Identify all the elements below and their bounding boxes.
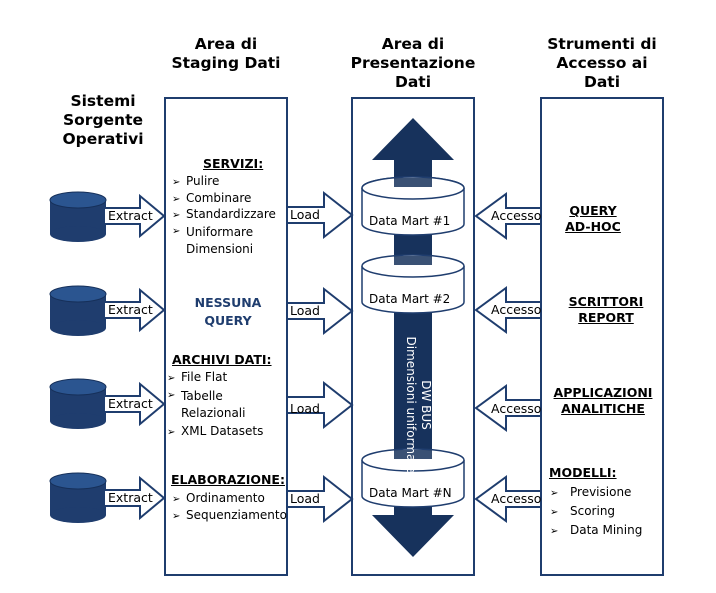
elaborazione-item-1: ➢Ordinamento <box>172 491 265 505</box>
extract-label-2: Extract <box>108 302 153 317</box>
data-mart-1-cylinder <box>361 176 465 236</box>
servizi-item-1: ➢Pulire <box>172 174 220 188</box>
source-db-icon-1 <box>49 191 107 242</box>
data-mart-2-cylinder <box>361 254 465 314</box>
extract-label-3: Extract <box>108 396 153 411</box>
tool-report-writers: SCRITTORI REPORT <box>568 294 644 325</box>
source-db-icon-3 <box>49 378 107 429</box>
access-arrow-2 <box>474 286 542 334</box>
extract-arrow-1 <box>103 193 166 239</box>
dw-bus-label: DW BUS Dimensioni uniformate <box>404 336 433 474</box>
load-arrow-2 <box>286 286 354 336</box>
dw-bus-arrow <box>372 118 454 557</box>
source-db-icon-2 <box>49 285 107 336</box>
extract-arrow-3 <box>103 381 166 427</box>
archivi-heading: ARCHIVI DATI: <box>172 352 272 367</box>
servizi-item-2: ➢Combinare <box>172 191 252 205</box>
access-label-1: Accesso <box>491 208 542 223</box>
extract-label-1: Extract <box>108 208 153 223</box>
modelli-heading: MODELLI: <box>549 465 617 480</box>
servizi-item-3: ➢Standardizzare <box>172 207 276 221</box>
column-title-presentation: Area di Presentazione Dati <box>350 35 476 91</box>
archivi-item-1: ➢File Flat <box>167 370 228 384</box>
extract-label-4: Extract <box>108 490 153 505</box>
extract-arrow-2 <box>103 287 166 333</box>
column-title-staging: Area di Staging Dati <box>171 35 281 72</box>
elaborazione-heading: ELABORAZIONE: <box>171 472 285 487</box>
load-label-2: Load <box>290 303 320 318</box>
archivi-item-2: ➢Tabelle Relazionali <box>167 389 246 420</box>
access-label-4: Accesso <box>491 491 542 506</box>
load-label-3: Load <box>290 401 320 416</box>
access-label-3: Accesso <box>491 401 542 416</box>
column-title-tools: Strumenti di Accesso ai Dati <box>547 35 657 91</box>
access-arrow-1 <box>474 192 542 240</box>
tool-analytic-apps: APPLICAZIONI ANALITICHE <box>553 385 653 416</box>
load-label-4: Load <box>290 491 320 506</box>
load-arrow-1 <box>286 190 354 240</box>
data-mart-n-label: Data Mart #N <box>369 486 452 500</box>
load-arrow-4 <box>286 474 354 524</box>
tool-query-adhoc: QUERY AD-HOC <box>565 203 621 234</box>
modelli-item-3: ➢Data Mining <box>550 523 643 537</box>
data-mart-1-label: Data Mart #1 <box>369 214 451 228</box>
modelli-item-2: ➢Scoring <box>550 504 616 518</box>
load-label-1: Load <box>290 207 320 222</box>
extract-arrow-4 <box>103 475 166 521</box>
column-title-sources: Sistemi Sorgente Operativi <box>62 92 144 148</box>
data-mart-n-cylinder <box>361 448 465 508</box>
staging-panel <box>164 97 288 576</box>
data-mart-2-label: Data Mart #2 <box>369 292 451 306</box>
tools-panel <box>540 97 664 576</box>
servizi-item-4: ➢Uniformare Dimensioni <box>172 225 254 256</box>
access-arrow-3 <box>474 384 542 432</box>
no-query-note: NESSUNA QUERY <box>194 295 262 328</box>
elaborazione-item-2: ➢Sequenziamento <box>172 508 287 522</box>
servizi-heading: SERVIZI: <box>203 156 264 171</box>
modelli-item-1: ➢Previsione <box>550 485 632 499</box>
archivi-item-3: ➢XML Datasets <box>167 424 264 438</box>
load-arrow-3 <box>286 380 354 430</box>
source-db-icon-4 <box>49 472 107 523</box>
access-arrow-4 <box>474 475 542 523</box>
access-label-2: Accesso <box>491 302 542 317</box>
